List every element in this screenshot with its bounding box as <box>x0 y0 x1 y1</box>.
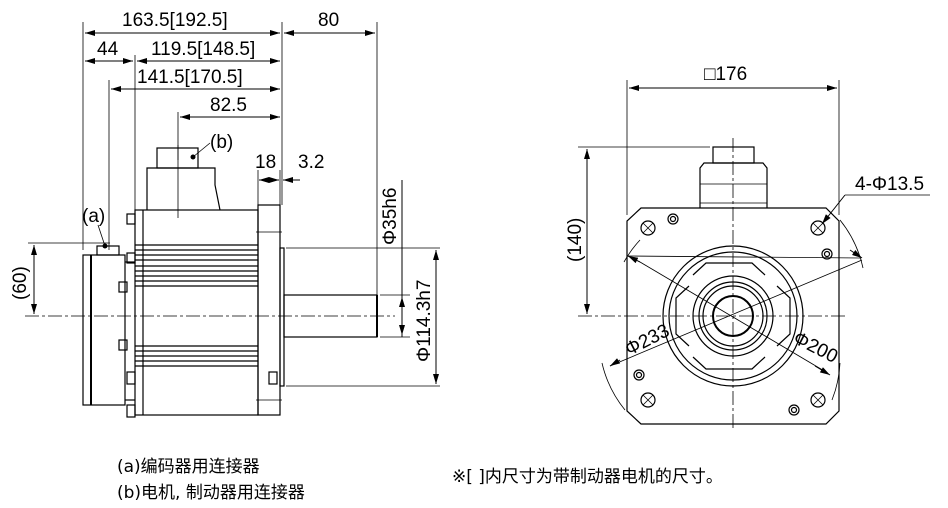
label-pilot-length: 3.2 <box>298 152 324 173</box>
front-connector <box>699 146 768 208</box>
label-body-length: 119.5[148.5] <box>151 39 255 60</box>
cooling-fins <box>135 244 258 367</box>
label-spigot: Φ200 <box>790 328 841 368</box>
motor-body <box>134 209 259 416</box>
label-flange-square: □176 <box>704 64 747 85</box>
callout-b: (b) <box>210 132 233 153</box>
label-mid-length: 141.5[170.5] <box>137 67 243 88</box>
label-mount-holes: 4-Φ13.5 <box>855 174 924 195</box>
label-encoder-length: 44 <box>97 39 119 60</box>
flange-ribs <box>675 262 791 370</box>
encoder-housing <box>82 224 135 406</box>
footnote: ※[ ]内尺寸为带制动器电机的尺寸。 <box>452 467 723 487</box>
label-shaft-diameter: Φ35h6 <box>380 188 401 245</box>
mount-holes <box>640 220 826 408</box>
small-bolts <box>633 213 833 416</box>
legend-a: (a)编码器用连接器 <box>117 457 260 477</box>
label-bolt-circle: Φ233 <box>622 320 673 360</box>
side-view: 163.5[192.5] 80 44 119.5[148.5] 141.5[17… <box>10 10 440 418</box>
callout-a: (a) <box>82 206 105 227</box>
front-flange <box>626 207 840 425</box>
bolt-heads <box>118 213 278 418</box>
label-overall-length: 163.5[192.5] <box>122 10 228 31</box>
leader-mount-holes <box>821 194 846 225</box>
flange-outer-circle <box>662 245 804 387</box>
legend-b: (b)电机, 制动器用连接器 <box>117 483 305 503</box>
label-flange-thickness: 18 <box>255 152 276 173</box>
label-pilot-diameter: Φ114.3h7 <box>414 280 435 362</box>
label-encoder-height: (60) <box>10 266 31 300</box>
label-connector-offset: 82.5 <box>210 95 247 116</box>
shaft-end <box>712 295 754 337</box>
label-shaft-length: 80 <box>318 10 339 31</box>
power-connector <box>146 142 221 218</box>
front-view: □176 (140) <box>565 64 930 430</box>
label-connector-height: (140) <box>565 218 586 262</box>
